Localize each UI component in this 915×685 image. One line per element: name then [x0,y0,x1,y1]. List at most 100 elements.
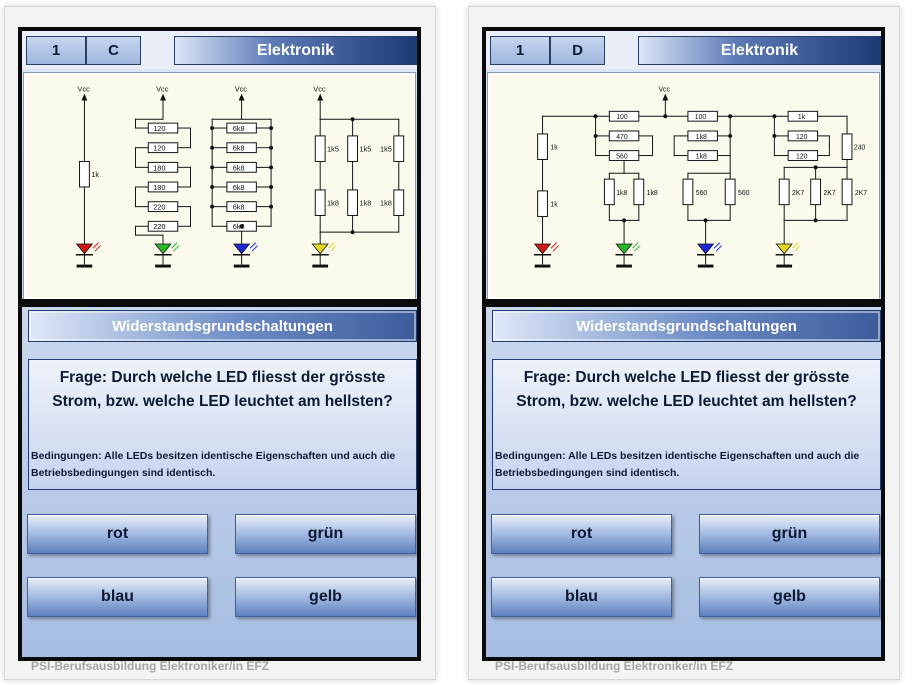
topic-banner: Widerstandsgrundschaltungen [492,310,881,342]
divider [22,299,417,307]
led-blue-icon [696,242,723,268]
resistor-label: 6k8 [233,124,245,133]
vcc-label: Vcc [156,85,169,94]
footer-text: PSI-Berufsausbildung Elektroniker/in EFZ [495,659,734,673]
question-box: Frage: Durch welche LED fliesst der grös… [28,359,417,490]
resistor-label: 470 [616,134,628,141]
answer-button-blau[interactable]: blau [27,577,208,617]
card-number: 1 [490,36,550,65]
answer-button-gruen[interactable]: grün [235,514,416,554]
resistor [841,133,853,160]
resistor [787,110,819,122]
resistor-label: 240 [854,145,866,152]
resistor-label: 100 [616,114,628,121]
resistor-label: 560 [696,190,708,197]
card-letter: D [550,36,605,65]
resistor [787,150,819,161]
resistor-label: 2K7 [823,190,835,197]
conditions-text: Bedingungen: Alle LEDs besitzen identisc… [31,450,396,479]
resistor [687,110,718,122]
circuit-diagram: Vcc Vcc Vcc Vcc [23,72,416,300]
resistor [347,135,359,162]
card-header: 1 D Elektronik [486,31,881,69]
resistor-label: 1k8 [696,134,707,141]
resistor [147,122,179,134]
resistor-label: 1k5 [359,145,371,154]
led-green-icon [615,242,641,268]
card-screen: 1 C Elektronik [22,31,417,657]
led-blue-icon [232,242,259,268]
resistor [810,178,822,206]
card-frame: 1 C Elektronik [18,27,421,661]
resistor [79,160,90,188]
resistor-label: 6k8 [233,163,245,172]
resistor [537,190,548,217]
resistor [147,220,179,232]
resistor-label: 1k8 [327,199,339,208]
resistor-label: 220 [153,203,165,212]
card-header: 1 C Elektronik [22,31,417,69]
led-red-icon [533,242,559,268]
resistor-label: 1k [798,114,806,121]
resistor [608,130,640,142]
card-screen: 1 D Elektronik [486,31,881,657]
circuit-diagram: Vcc [487,72,880,300]
resistor [724,178,736,206]
resistor [393,189,405,216]
resistor [147,181,179,193]
card-subject: Elektronik [174,36,417,65]
divider [486,299,881,307]
resistor [841,178,853,206]
resistor [147,142,179,154]
resistor-label: 120 [796,153,808,160]
answer-button-rot[interactable]: rot [27,514,208,554]
resistor [347,189,359,216]
resistor-label: 180 [153,183,165,192]
quiz-card-1d: 1 D Elektronik [468,6,900,680]
resistor [226,161,257,173]
resistor [226,201,257,213]
card-subject: Elektronik [638,36,881,65]
question-box: Frage: Durch welche LED fliesst der grös… [492,359,881,490]
resistor [778,178,790,206]
resistor [314,189,326,216]
vcc-label: Vcc [78,85,91,94]
resistor-label: 2K7 [792,190,804,197]
answer-button-gelb[interactable]: gelb [235,577,416,617]
resistor [147,201,179,213]
resistor-label: 120 [796,134,808,141]
vcc-label: Vcc [658,87,670,94]
quiz-card-1c: 1 C Elektronik [4,6,436,680]
card-frame: 1 D Elektronik [482,27,885,661]
resistor [787,130,819,142]
resistor [682,178,694,206]
resistor [393,135,405,162]
resistor-label: 6k8 [233,183,245,192]
answer-button-blau[interactable]: blau [491,577,672,617]
answer-button-rot[interactable]: rot [491,514,672,554]
answer-button-gelb[interactable]: gelb [699,577,880,617]
resistor-label: 120 [153,124,165,133]
vcc-label: Vcc [313,85,326,94]
resistor-label: 1k [91,170,99,179]
resistor-label: 180 [153,163,165,172]
resistor-label: 1k [550,145,558,152]
resistor [633,178,645,206]
question-text: Frage: Durch welche LED fliesst der grös… [52,369,393,410]
answer-button-gruen[interactable]: grün [699,514,880,554]
resistor [226,142,257,154]
card-letter: C [86,36,141,65]
resistor-label: 1k8 [380,199,392,208]
topic-banner: Widerstandsgrundschaltungen [28,310,417,342]
question-text: Frage: Durch welche LED fliesst der grös… [516,369,857,410]
resistor [147,161,179,173]
footer-text: PSI-Berufsausbildung Elektroniker/in EFZ [31,659,270,673]
resistor-label: 1k [550,202,558,209]
led-yellow-icon [311,242,337,268]
resistor [603,178,615,206]
resistor-label: 560 [616,153,628,160]
resistor [226,181,257,193]
led-red-icon [75,242,101,268]
resistor-label: 100 [695,114,707,121]
resistor-label: 1k8 [616,190,627,197]
